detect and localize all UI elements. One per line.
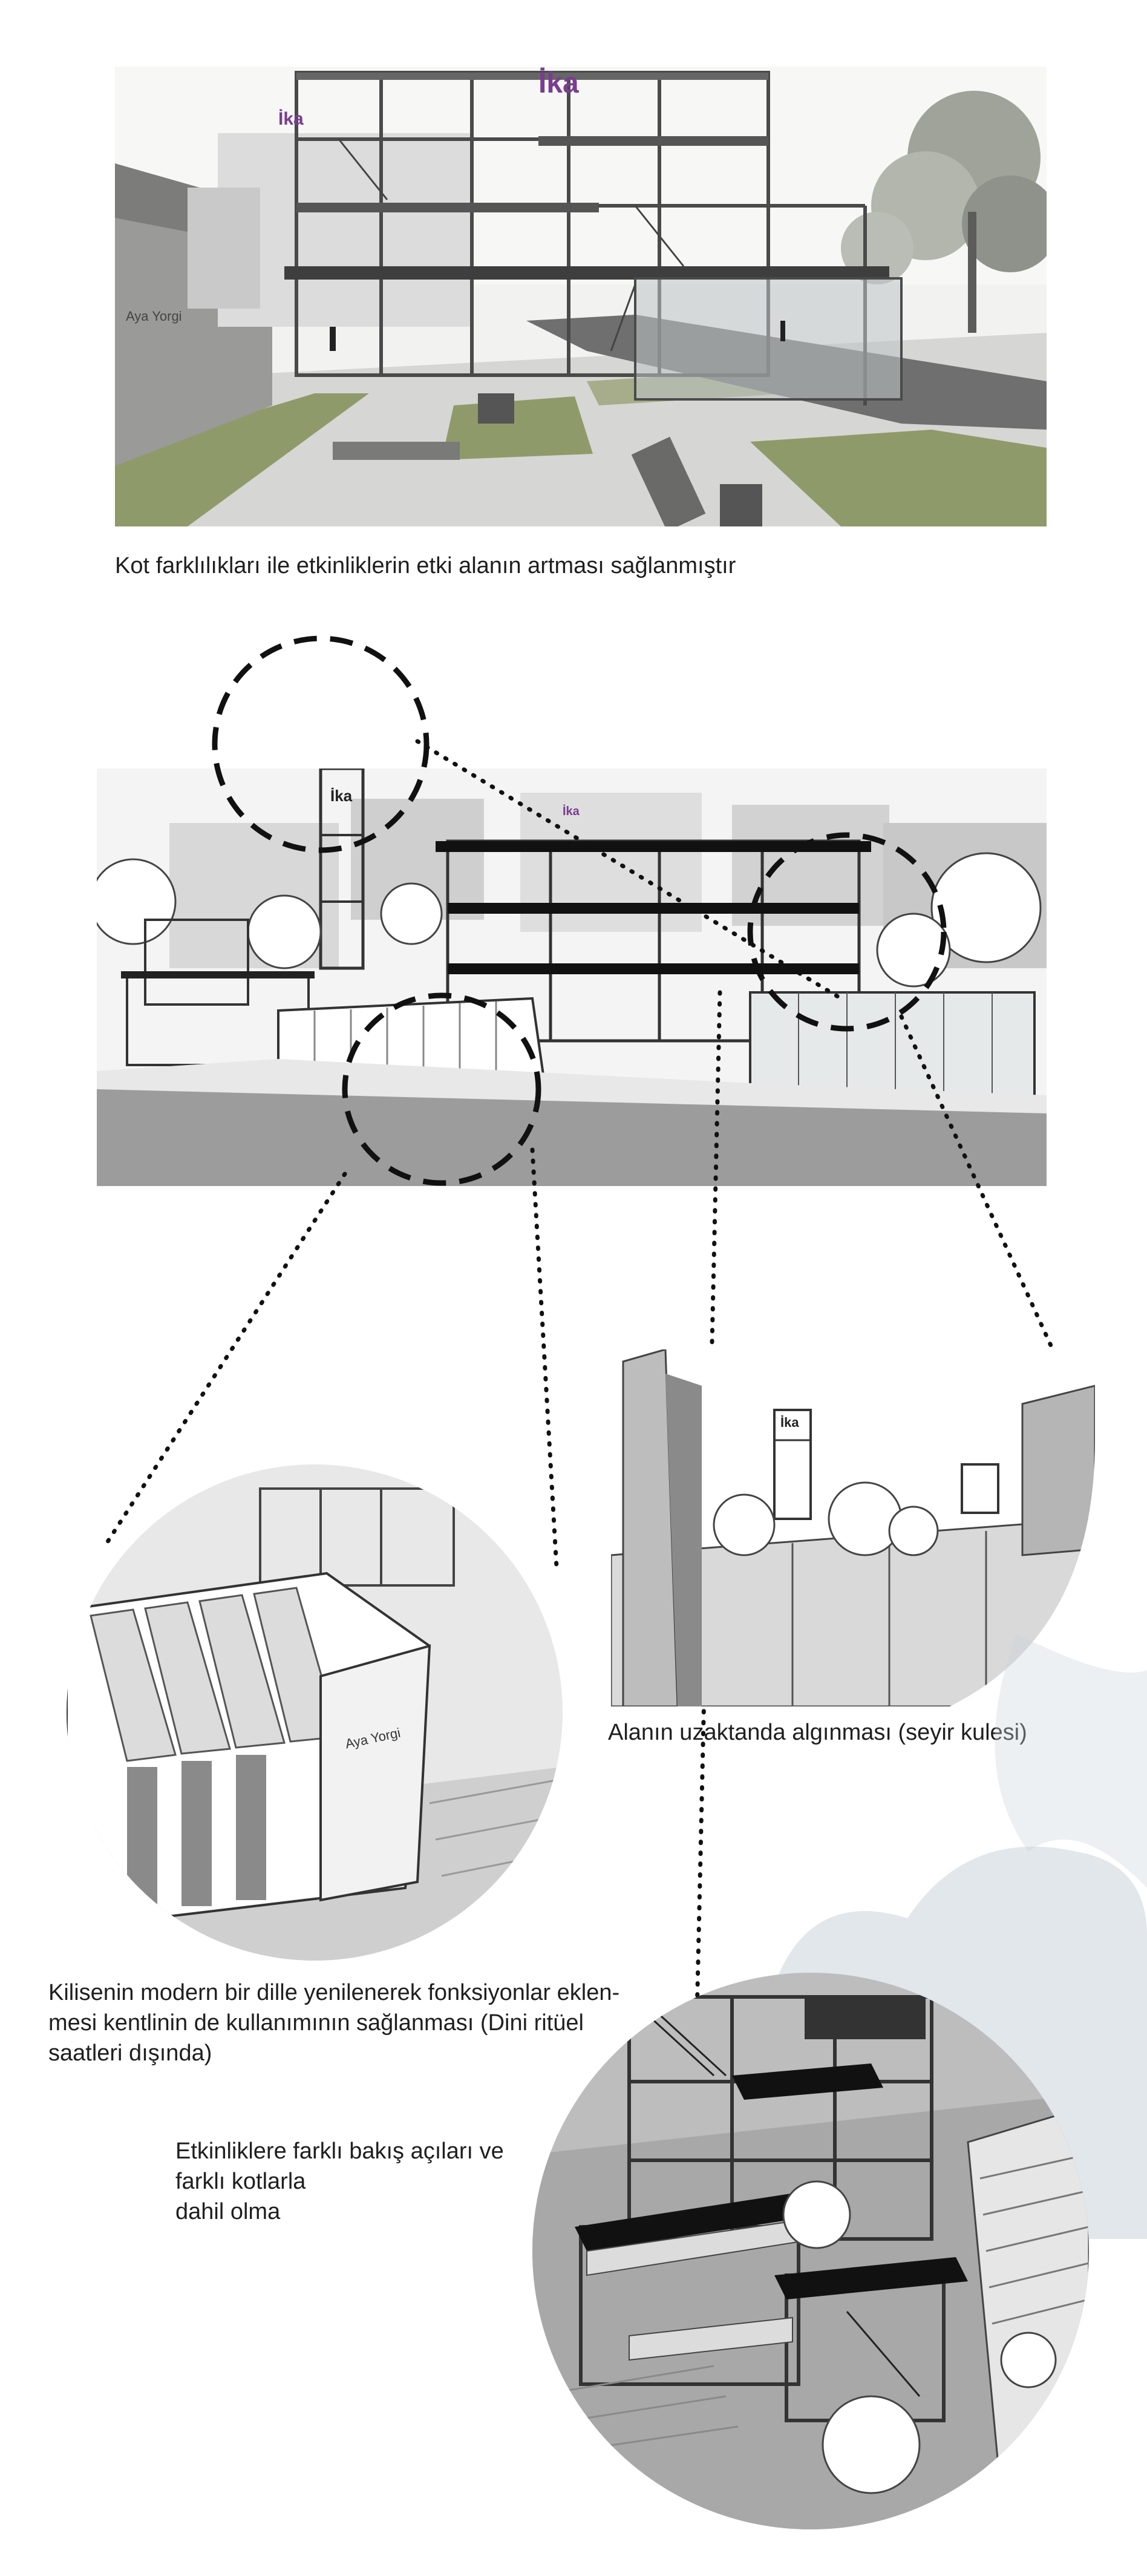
distant-tower-brand-sign: İka — [780, 1415, 799, 1430]
tower-brand-sign: İka — [330, 787, 353, 805]
frame-brand-sign: İka — [563, 805, 580, 818]
brand-sign-large: İka — [538, 67, 579, 99]
caption-church-line-2: mesi kentlinin de kullanımının sağlanmas… — [48, 2010, 584, 2036]
render-distant-tower-view: İka — [611, 1349, 1095, 1706]
caption-elevation-impact: Kot farklılıkları ile etkinliklerin etki… — [115, 553, 736, 578]
caption-church-line-3: saatleri dışında) — [48, 2040, 212, 2066]
caption-views-line-1: Etkinliklere farklı bakış açıları ve — [175, 2138, 504, 2164]
building-sign: Aya Yorgi — [126, 309, 182, 324]
caption-church-line-1: Kilisenin modern bir dille yenilenerek f… — [48, 1980, 620, 2005]
render-street-view: İka İka Aya Yorgi — [115, 67, 1047, 526]
render-church-detail: Aya Yorgi — [67, 1464, 563, 1961]
caption-tower: Alanın uzaktanda algınması (seyir kulesi… — [608, 1720, 1027, 1745]
render-section-perspective: İka İka — [97, 769, 1047, 1186]
caption-views-line-3: dahil olma — [175, 2199, 281, 2224]
render-aerial-detail — [532, 1973, 1089, 2529]
caption-views-line-2: farklı kotlarla — [175, 2169, 306, 2194]
brand-sign-small: İka — [278, 109, 304, 129]
